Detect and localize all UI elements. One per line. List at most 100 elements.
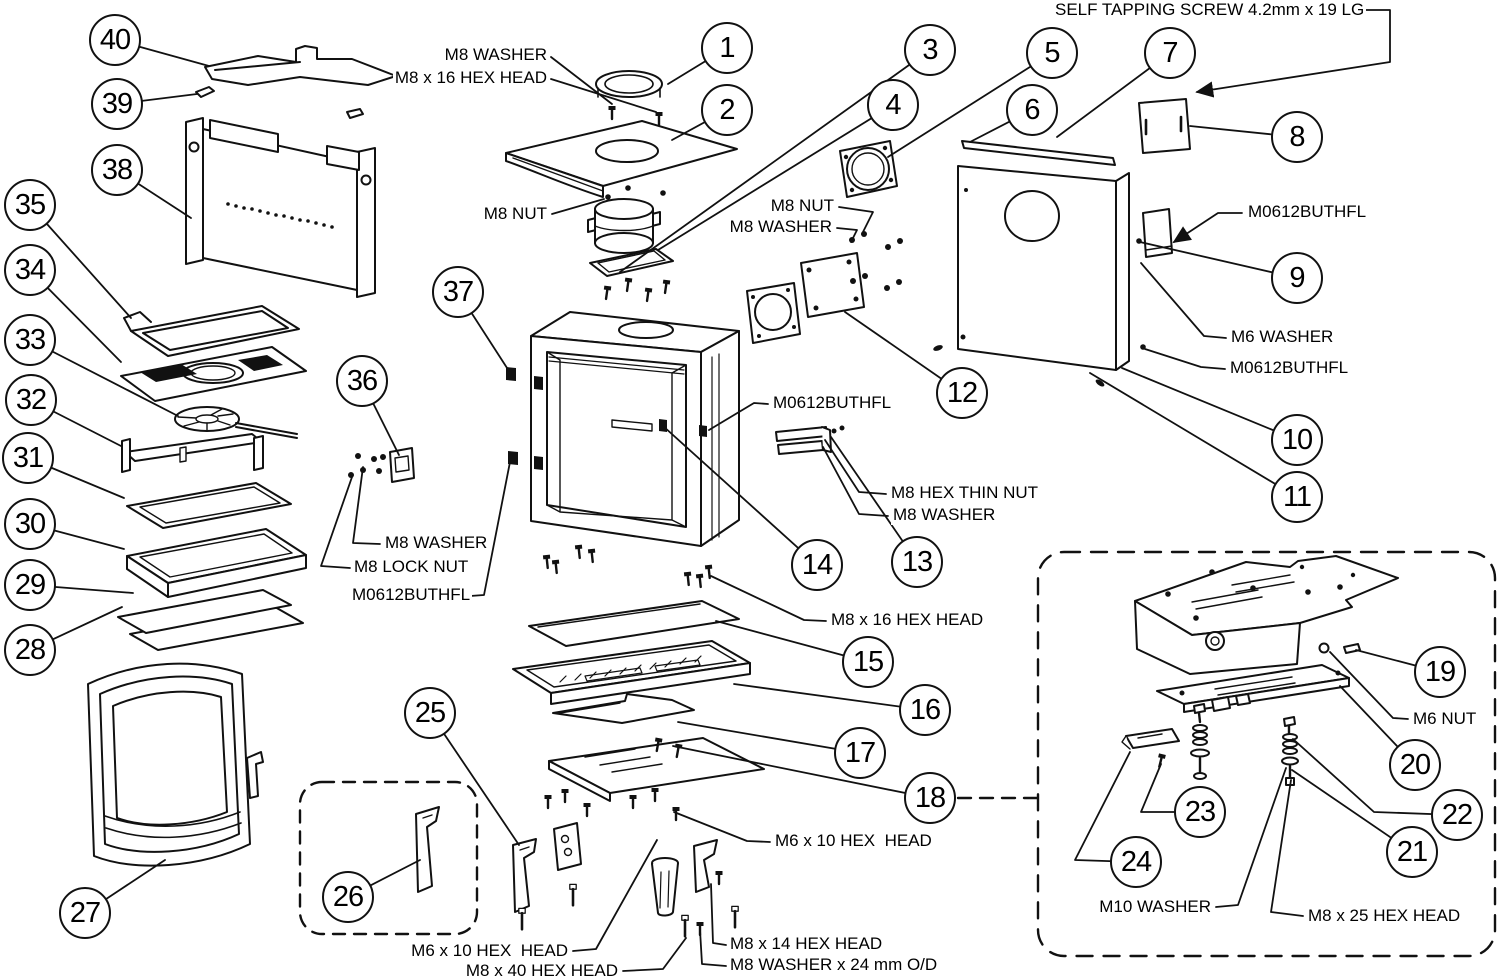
balloon-14: 14 bbox=[791, 539, 843, 591]
part-label: M6 NUT bbox=[1411, 709, 1479, 729]
part-rear-panel-38 bbox=[185, 117, 376, 298]
sub-assembly-box-airvalve bbox=[956, 550, 1497, 958]
balloon-25: 25 bbox=[404, 687, 456, 739]
balloon-39: 39 bbox=[91, 78, 143, 130]
balloon-6: 6 bbox=[1006, 84, 1058, 136]
part-label: M8 HEX THIN NUT bbox=[889, 483, 1041, 503]
part-bottom-heat-shield bbox=[1134, 555, 1399, 675]
part-air-wheel-33 bbox=[174, 406, 298, 439]
balloon-15: 15 bbox=[842, 636, 894, 688]
part-label: M0612BUTHFL bbox=[350, 585, 473, 605]
balloon-35: 35 bbox=[4, 179, 56, 231]
balloon-29: 29 bbox=[4, 559, 56, 611]
part-label: M8 WASHER bbox=[891, 505, 998, 525]
balloon-37: 37 bbox=[432, 266, 484, 318]
part-ashpan-30 bbox=[126, 528, 307, 598]
part-label: M8 x 16 HEX HEAD bbox=[829, 610, 986, 630]
part-label: M8 LOCK NUT bbox=[352, 557, 471, 577]
part-baffle-sheets-29-28 bbox=[117, 589, 304, 651]
balloon-2: 2 bbox=[701, 84, 753, 136]
balloon-5: 5 bbox=[1026, 27, 1078, 79]
part-label: M8 WASHER bbox=[442, 45, 549, 65]
balloon-9: 9 bbox=[1271, 252, 1323, 304]
part-label: M6 x 10 HEX HEAD bbox=[409, 941, 570, 961]
balloon-28: 28 bbox=[4, 624, 56, 676]
part-angle-bracket-36 bbox=[389, 447, 415, 483]
balloon-7: 7 bbox=[1144, 27, 1196, 79]
part-access-plate-8 bbox=[1138, 98, 1191, 154]
part-label: SELF TAPPING SCREW 4.2mm x 19 LG bbox=[1053, 0, 1367, 20]
balloon-19: 19 bbox=[1414, 646, 1466, 698]
part-label: M10 WASHER bbox=[1097, 897, 1213, 917]
part-top-plate-2 bbox=[505, 120, 738, 198]
part-flue-spigot bbox=[587, 198, 661, 254]
part-legs-and-fittings bbox=[512, 786, 740, 938]
part-label: M6 x 10 HEX HEAD bbox=[773, 831, 934, 851]
balloon-10: 10 bbox=[1271, 414, 1323, 466]
part-air-slider-20 bbox=[1156, 664, 1350, 713]
part-base-plate-18 bbox=[548, 736, 765, 802]
part-label: M0612BUTHFL bbox=[1246, 202, 1369, 222]
part-label: M8 WASHER bbox=[383, 533, 490, 553]
part-label: M8 x 25 HEX HEAD bbox=[1306, 906, 1463, 926]
part-flue-gasket bbox=[589, 248, 674, 277]
balloon-20: 20 bbox=[1389, 739, 1441, 791]
balloon-23: 23 bbox=[1174, 786, 1226, 838]
balloon-11: 11 bbox=[1271, 471, 1323, 523]
part-firebox-body bbox=[506, 276, 740, 547]
part-latch-clip-24 bbox=[1121, 728, 1180, 769]
part-blanking-flange-5 bbox=[839, 140, 898, 198]
balloon-31: 31 bbox=[2, 432, 54, 484]
balloon-24: 24 bbox=[1110, 836, 1162, 888]
balloon-33: 33 bbox=[4, 314, 56, 366]
part-label: M8 NUT bbox=[481, 204, 549, 224]
balloon-1: 1 bbox=[701, 22, 753, 74]
balloon-27: 27 bbox=[59, 887, 111, 939]
part-label: M0612BUTHFL bbox=[1228, 358, 1351, 378]
balloon-8: 8 bbox=[1271, 111, 1323, 163]
balloon-4: 4 bbox=[867, 79, 919, 131]
label-leader-lines bbox=[320, 9, 1409, 972]
balloon-32: 32 bbox=[5, 374, 57, 426]
balloon-3: 3 bbox=[904, 24, 956, 76]
part-shelf-31 bbox=[126, 482, 292, 529]
balloon-36: 36 bbox=[336, 355, 388, 407]
balloon-38: 38 bbox=[91, 144, 143, 196]
balloon-13: 13 bbox=[891, 536, 943, 588]
part-deflector-17 bbox=[552, 693, 695, 724]
part-label: M8 NUT bbox=[768, 196, 836, 216]
part-firebed-tray-16 bbox=[512, 640, 751, 705]
part-label: M8 x 16 HEX HEAD bbox=[392, 68, 549, 88]
balloon-26: 26 bbox=[322, 871, 374, 923]
balloon-17: 17 bbox=[834, 727, 886, 779]
part-fixing-stack-left bbox=[1190, 703, 1210, 780]
part-grate-34 bbox=[120, 346, 307, 402]
part-rail-32 bbox=[121, 433, 264, 473]
part-shelf-bracket-13 bbox=[775, 425, 845, 455]
part-log-guard-40 bbox=[204, 45, 397, 86]
balloon-18: 18 bbox=[904, 772, 956, 824]
part-gasket-plates-12 bbox=[746, 252, 865, 344]
part-door-27 bbox=[87, 662, 264, 867]
part-label: M8 x 40 HEX HEAD bbox=[463, 961, 620, 977]
part-tray-35 bbox=[123, 305, 300, 357]
part-baffle-sheet-15 bbox=[528, 600, 740, 647]
balloon-30: 30 bbox=[4, 498, 56, 550]
part-side-panel-right bbox=[933, 165, 1130, 387]
sub-assembly-box-leg bbox=[298, 780, 479, 936]
part-label: M8 WASHER x 24 mm O/D bbox=[728, 955, 940, 975]
part-label: M6 WASHER bbox=[1229, 327, 1336, 347]
balloon-22: 22 bbox=[1431, 789, 1483, 841]
part-trim-strip-6 bbox=[961, 140, 1116, 166]
part-label: M0612BUTHFL bbox=[771, 393, 894, 413]
balloon-34: 34 bbox=[4, 244, 56, 296]
part-pin-39 bbox=[195, 86, 364, 119]
balloon-12: 12 bbox=[936, 367, 988, 419]
part-label: M8 x 14 HEX HEAD bbox=[728, 934, 885, 954]
balloon-40: 40 bbox=[89, 14, 141, 66]
balloon-21: 21 bbox=[1386, 826, 1438, 878]
balloon-16: 16 bbox=[899, 684, 951, 736]
